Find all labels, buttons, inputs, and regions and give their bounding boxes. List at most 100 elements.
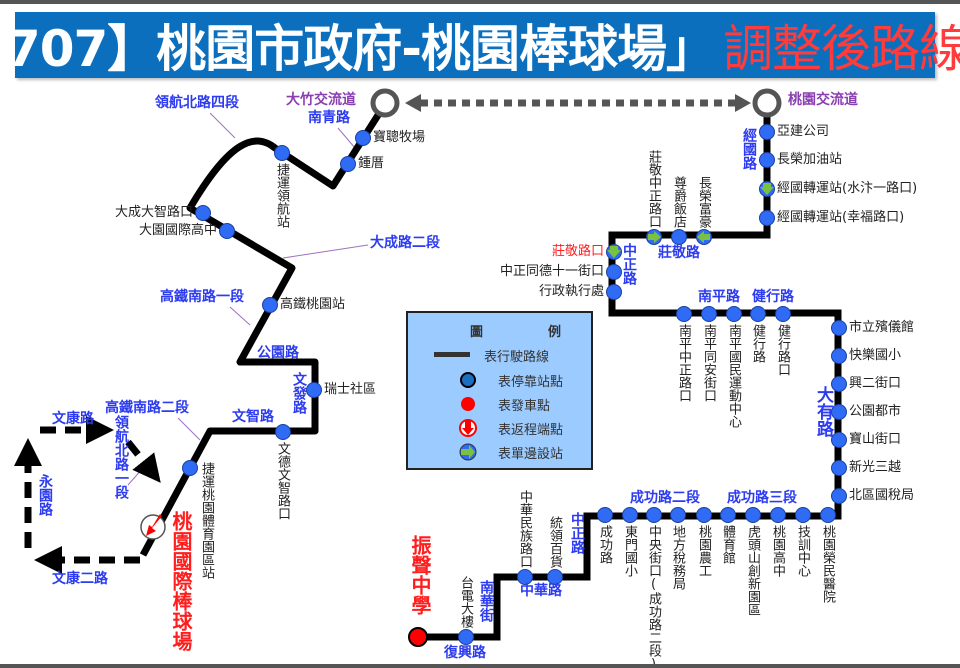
stop-marker xyxy=(597,507,613,523)
one-way-stop-marker xyxy=(759,181,775,197)
stop-dot xyxy=(195,205,211,221)
legend-title-right: 例 xyxy=(548,325,562,340)
legend-item-return: 表返程端點 xyxy=(438,418,563,438)
stop-marker xyxy=(262,297,278,313)
stop-dot xyxy=(720,507,736,523)
stop-label: 瑞士社區 xyxy=(324,382,377,397)
road-label: 文康路 xyxy=(52,411,94,427)
stop-dot xyxy=(745,507,761,523)
stop-marker xyxy=(720,507,736,523)
interchange-label-west: 大竹交流道 xyxy=(286,92,356,108)
stop-marker xyxy=(646,507,662,523)
stop-label: 長榮加油站 xyxy=(777,152,843,167)
route-line-west xyxy=(139,110,383,557)
legend-label: 表返程端點 xyxy=(498,422,564,438)
road-label: 經國路 xyxy=(741,128,757,170)
stop-label: 健行路 xyxy=(750,324,765,363)
stop-dot xyxy=(701,306,717,322)
stop-dot xyxy=(274,145,290,161)
stop-label: 南平同安街口 xyxy=(701,324,716,402)
road-label: 永園路 xyxy=(37,474,53,516)
stop-marker xyxy=(770,507,786,523)
stop-dot xyxy=(606,284,622,300)
stop-label: 台電大樓 xyxy=(458,576,473,628)
stop-label: 寶聰牧場 xyxy=(373,130,426,145)
stop-label: 捷運領航站 xyxy=(274,163,289,228)
stop-dot xyxy=(775,306,791,322)
stop-dot xyxy=(547,569,563,585)
stop-marker xyxy=(831,460,847,476)
road-label: 中正路 xyxy=(621,243,637,285)
road-label: 復興路 xyxy=(444,645,486,661)
return-arrow-icon xyxy=(438,418,498,438)
stop-marker xyxy=(831,488,847,504)
stop-marker xyxy=(795,507,811,523)
stop-marker xyxy=(547,569,563,585)
stop-marker xyxy=(517,569,533,585)
stop-dot xyxy=(831,320,847,336)
stop-label: 長榮富豪 xyxy=(696,176,711,228)
interchange-node-east xyxy=(752,88,782,118)
road-label: 中華路 xyxy=(520,583,562,599)
stop-dot xyxy=(606,264,622,280)
one-way-arrow-icon xyxy=(697,231,710,243)
road-label: 高鐵南路二段 xyxy=(105,400,189,416)
road-label: 文發路 xyxy=(291,372,307,414)
road-label: 莊敬路 xyxy=(658,245,700,261)
stop-marker xyxy=(820,507,836,523)
legend-item-one-way: 表單邊設站 xyxy=(438,442,563,462)
stop-dot xyxy=(517,569,533,585)
stop-markers xyxy=(182,124,847,645)
stop-dot xyxy=(671,229,687,245)
legend-label: 表單邊設站 xyxy=(498,446,564,462)
road-label: 成功路二段 xyxy=(630,490,700,506)
stop-dot xyxy=(306,382,322,398)
title-main: 「【707】桃園市政府-桃園棒球場」 xyxy=(0,20,716,78)
return-loop-dashed xyxy=(14,416,161,574)
stop-marker xyxy=(745,507,761,523)
stop-marker xyxy=(606,264,622,280)
stop-marker xyxy=(182,460,198,476)
stop-dot xyxy=(831,376,847,392)
stop-label: 公園都市 xyxy=(849,404,902,419)
stop-marker xyxy=(759,124,775,140)
stop-dot xyxy=(795,507,811,523)
road-label: 大有路 xyxy=(813,386,833,437)
stop-label: 市立殯儀館 xyxy=(849,320,915,335)
stop-marker xyxy=(195,205,211,221)
route-line-east xyxy=(420,112,842,641)
stop-marker xyxy=(831,376,847,392)
stop-label: 經國轉運站(幸福路口) xyxy=(777,210,905,225)
road-label: 成功路三段 xyxy=(727,490,797,506)
stop-marker xyxy=(340,156,356,172)
road-label: 南青路 xyxy=(308,110,350,126)
road-label: 高鐵南路一段 xyxy=(160,289,244,305)
stop-dot xyxy=(275,424,291,440)
stop-marker xyxy=(701,306,717,322)
stop-label: 快樂國小 xyxy=(849,348,902,363)
return-point-label: 桃園國際棒球場 xyxy=(169,511,193,651)
stop-label: 興二街口 xyxy=(849,376,902,391)
stop-dot xyxy=(262,297,278,313)
stop-marker xyxy=(670,507,686,523)
stop-dot xyxy=(622,507,638,523)
stop-label: 鍾厝 xyxy=(358,156,385,171)
legend-label: 表行駛路線 xyxy=(484,349,550,365)
legend-item-origin: 表發車點 xyxy=(438,394,550,414)
stop-label: 莊敬中正路口 xyxy=(646,150,661,228)
road-label: 公園路 xyxy=(257,345,299,361)
stop-dot xyxy=(831,348,847,364)
stop-label: 地方稅務局 xyxy=(670,525,685,590)
stop-label: 中華民族路口 xyxy=(517,490,532,568)
stop-label: 尊爵飯店 xyxy=(671,176,686,228)
road-label: 文康二路 xyxy=(52,571,108,587)
stop-dot-icon xyxy=(438,370,498,390)
stop-label: 技訓中心 xyxy=(795,525,810,577)
stop-dot xyxy=(182,460,198,476)
stop-label: 寶山街口 xyxy=(849,432,902,447)
title-highlight: 調整後路線圖 xyxy=(723,20,960,78)
stop-label: 文德文智路口 xyxy=(275,442,290,520)
stop-dot xyxy=(759,210,775,226)
